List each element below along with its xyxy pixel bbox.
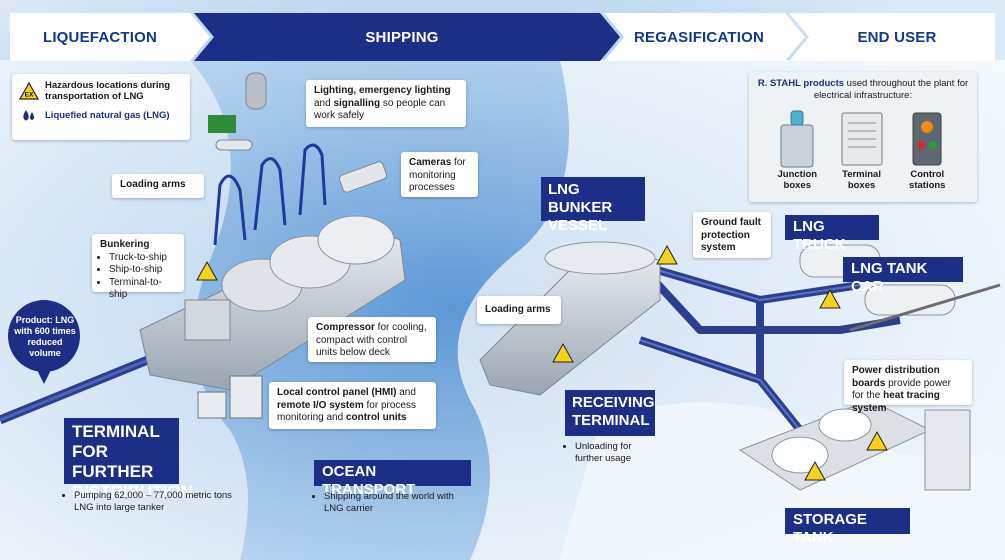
compressor-callout: Compressor for cooling, compact with con… <box>308 317 436 362</box>
cameras-bold: Cameras <box>409 157 452 168</box>
cameras-text: for monitoring processes <box>409 157 466 193</box>
lighting-bold-2: signalling <box>333 97 381 109</box>
ex-mark-text: EX <box>25 92 34 99</box>
loading-arms-right-label: Loading arms <box>485 304 551 315</box>
legend-hazard-label: Hazardous locations during transportatio… <box>45 80 171 102</box>
junction-box-icon <box>780 110 814 168</box>
power-dist-callout: Power distribution boards provide power … <box>844 360 972 414</box>
power-dist-bold-1: Power distribution boards <box>852 365 940 389</box>
cameras-callout: Cameras for monitoring processes <box>401 152 478 197</box>
lighting-text-2: so people can work safely <box>314 97 446 122</box>
lng-tank-car-title: LNG TANK CAR <box>843 257 963 295</box>
bunkering-item: Ship-to-ship <box>109 264 176 277</box>
product-bubble-shape <box>8 300 80 384</box>
lighting-callout: Lighting, emergency lighting and signall… <box>306 80 466 127</box>
legend-box: EX Hazardous locations during transporta… <box>12 74 190 140</box>
stahl-intro: R. STAHL products used throughout the pl… <box>757 78 969 101</box>
compressor-text: for cooling, compact with control units … <box>316 322 427 358</box>
product-label: Junction boxes <box>777 169 818 191</box>
bunkering-item: Truck-to-ship <box>109 252 176 265</box>
ground-fault-label: Ground fault protection system <box>701 217 761 253</box>
product-bubble-text: Product: LNG with 600 times reduced volu… <box>14 315 76 358</box>
terminal-box-icon <box>841 112 883 166</box>
bunkering-list: Truck-to-ship Ship-to-ship Terminal-to-s… <box>100 252 176 302</box>
ocean-transport-note: Shipping around the world with LNG carri… <box>314 491 464 514</box>
stahl-products-box: R. STAHL products used throughout the pl… <box>749 72 977 202</box>
stage-bar <box>10 13 995 61</box>
ocean-transport-note-item: Shipping around the world with LNG carri… <box>324 491 464 514</box>
lighting-text-1: and <box>314 97 334 109</box>
loading-arms-left-callout: Loading arms <box>112 174 204 198</box>
bunkering-title: Bunkering <box>100 239 150 250</box>
stage-end-user: END USER <box>857 28 937 46</box>
receiving-terminal-note-item: Unloading for further usage <box>575 441 660 464</box>
legend-lng-label: Liquefied natural gas (LNG) <box>45 109 170 121</box>
local-panel-text-1: and <box>396 387 416 398</box>
stahl-brand: R. STAHL products <box>757 78 845 89</box>
bunker-vessel-title: LNG BUNKER VESSEL <box>541 177 645 234</box>
local-panel-bold-3: control units <box>345 412 407 423</box>
ocean-transport-title: OCEAN TRANSPORT <box>314 460 471 498</box>
control-station-icon <box>912 112 942 166</box>
lighting-bold-1: Lighting, emergency lighting <box>314 85 451 96</box>
product-label: Control stations <box>909 169 946 191</box>
power-dist-bold-2: heat tracing system <box>852 390 940 414</box>
bunkering-callout: Bunkering Truck-to-ship Ship-to-ship Ter… <box>92 234 184 300</box>
stage-shipping: SHIPPING <box>365 28 439 46</box>
lng-droplet-icon <box>23 110 34 121</box>
stahl-intro-text: used throughout the plant for electrical… <box>813 78 969 101</box>
receiving-terminal-note: Unloading for further usage <box>565 441 660 464</box>
product-terminal-box: Terminal boxes <box>830 107 894 191</box>
power-dist-text-1: provide power for the <box>852 377 951 402</box>
loading-arms-left-label: Loading arms <box>120 179 186 190</box>
product-junction-box: Junction boxes <box>765 107 830 191</box>
loading-arms-right-callout: Loading arms <box>477 296 561 324</box>
storage-tank-title: STORAGE TANK <box>785 508 910 546</box>
stage-regasification: REGASIFICATION <box>633 28 765 46</box>
hazard-ex-icon: EX <box>19 82 39 100</box>
local-panel-bold-1: Local control panel (HMI) <box>277 387 397 398</box>
bunkering-item: Terminal-to-ship <box>109 277 176 302</box>
stage-liquefaction: LIQUEFACTION <box>42 28 158 46</box>
lng-carrier-ship <box>139 143 406 391</box>
local-panel-bold-2: remote I/O system <box>277 399 364 411</box>
local-panel-callout: Local control panel (HMI) and remote I/O… <box>269 382 436 429</box>
terminal-title: TERMINAL FOR FURTHER DISTRIBUTION <box>64 418 193 501</box>
compressor-bold: Compressor <box>316 322 375 333</box>
ground-fault-callout: Ground fault protection system <box>693 212 771 258</box>
terminal-note-item: Pumping 62,000 – 77,000 metric tons LNG … <box>74 490 239 513</box>
product-control-station: Control stations <box>894 107 962 191</box>
receiving-terminal-title: RECEIVING TERMINAL <box>565 390 655 436</box>
product-label: Terminal boxes <box>842 169 881 191</box>
local-panel-text-2: for process monitoring and <box>277 399 416 424</box>
terminal-note: Pumping 62,000 – 77,000 metric tons LNG … <box>64 490 239 513</box>
lng-truck-title: LNG TRUCK <box>785 215 879 253</box>
